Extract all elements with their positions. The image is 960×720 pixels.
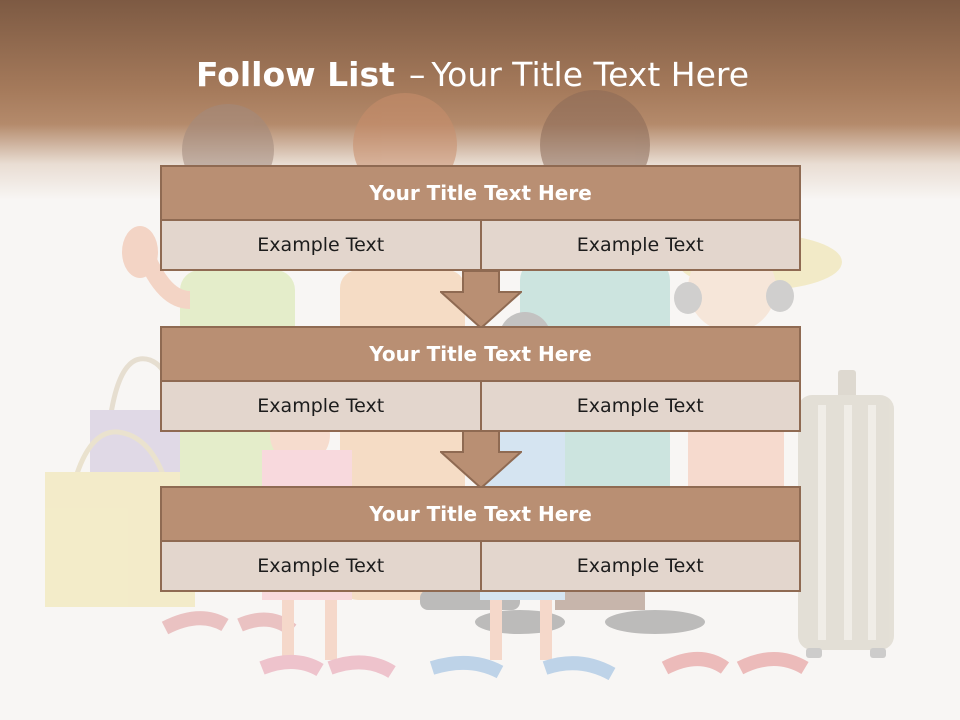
block-cell-left: Example Text [160, 382, 482, 432]
page-title-dash: – [408, 55, 426, 94]
list-block-3: Your Title Text Here Example Text Exampl… [160, 486, 801, 592]
block-row: Example Text Example Text [160, 542, 801, 592]
page-title: Follow List–Your Title Text Here [0, 52, 945, 98]
list-block-2: Your Title Text Here Example Text Exampl… [160, 326, 801, 432]
page-title-rest: Your Title Text Here [431, 55, 750, 94]
list-block-1: Your Title Text Here Example Text Exampl… [160, 165, 801, 271]
block-cell-left: Example Text [160, 542, 482, 592]
block-title: Your Title Text Here [160, 486, 801, 542]
block-cell-right: Example Text [481, 542, 801, 592]
block-title: Your Title Text Here [160, 326, 801, 382]
block-row: Example Text Example Text [160, 382, 801, 432]
block-cell-left: Example Text [160, 221, 482, 271]
down-arrow-icon [440, 270, 522, 330]
block-cell-right: Example Text [481, 382, 801, 432]
block-row: Example Text Example Text [160, 221, 801, 271]
down-arrow-icon [440, 430, 522, 490]
block-cell-right: Example Text [481, 221, 801, 271]
block-title: Your Title Text Here [160, 165, 801, 221]
page-title-bold: Follow List [195, 55, 395, 94]
